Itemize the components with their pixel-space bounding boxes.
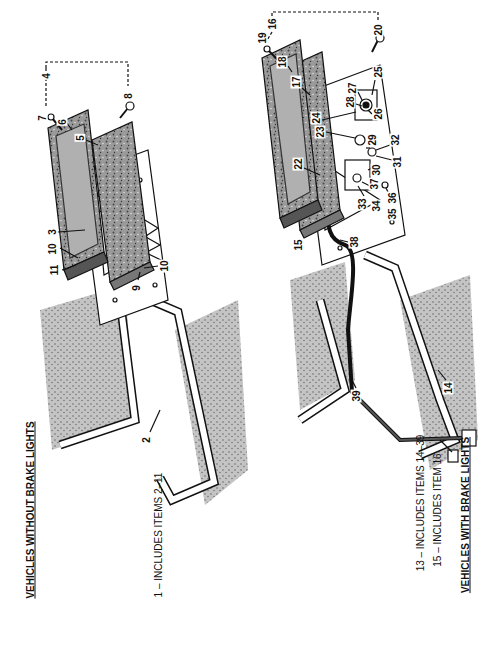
callout-number: 3 — [47, 228, 58, 236]
callout-number: 14 — [443, 381, 454, 394]
callout-number: 27 — [347, 81, 358, 94]
parts-note: 13 – INCLUDES ITEMS 14–39 — [415, 434, 426, 573]
callout-number: 25 — [373, 65, 384, 78]
callout-number: 4 — [41, 72, 52, 80]
callout-number: 32 — [390, 133, 401, 146]
callout-number: 39 — [351, 389, 362, 402]
callout-number: 19 — [257, 31, 268, 44]
callout-number: 6 — [57, 118, 68, 126]
callout-number: 22 — [293, 157, 304, 170]
callout-number: 33 — [357, 197, 368, 210]
callout-number: 35 — [387, 207, 398, 220]
callout-number: 11 — [49, 264, 60, 277]
callout-number: 18 — [277, 55, 288, 68]
parts-note: 1 – INCLUDES ITEMS 2–11 — [153, 472, 164, 599]
figure-heading: VEHICLES WITHOUT BRAKE LIGHTS — [25, 420, 36, 599]
callout-number: 16 — [267, 17, 278, 30]
callout-number: 15 — [293, 238, 304, 251]
callout-number: 8 — [123, 92, 134, 100]
callout-number: 30 — [371, 163, 382, 176]
callout-number: 2 — [141, 436, 152, 444]
callout-number: 36 — [387, 191, 398, 204]
callout-number: 38 — [349, 235, 360, 248]
callout-number: 34 — [371, 199, 382, 212]
callout-number: 29 — [367, 133, 378, 146]
callout-number: 37 — [369, 177, 380, 190]
callout-number: 28 — [345, 95, 356, 108]
callout-number: 17 — [291, 75, 302, 88]
callout-number: 5 — [75, 134, 86, 142]
callout-number: 26 — [373, 107, 384, 120]
callout-number: 7 — [37, 114, 48, 122]
callout-number: 10 — [47, 242, 58, 255]
callout-number: 23 — [315, 125, 326, 138]
parts-note: 15 – INCLUDES ITEM 16 — [432, 452, 443, 567]
callout-number: 10 — [159, 259, 170, 272]
callout-number: 20 — [373, 23, 384, 36]
callout-number: 31 — [392, 155, 403, 168]
figure-heading: VEHICLES WITH BRAKE LIGHTS — [460, 436, 471, 594]
callout-number: 9 — [131, 284, 142, 292]
callout-number: 24 — [311, 111, 322, 124]
